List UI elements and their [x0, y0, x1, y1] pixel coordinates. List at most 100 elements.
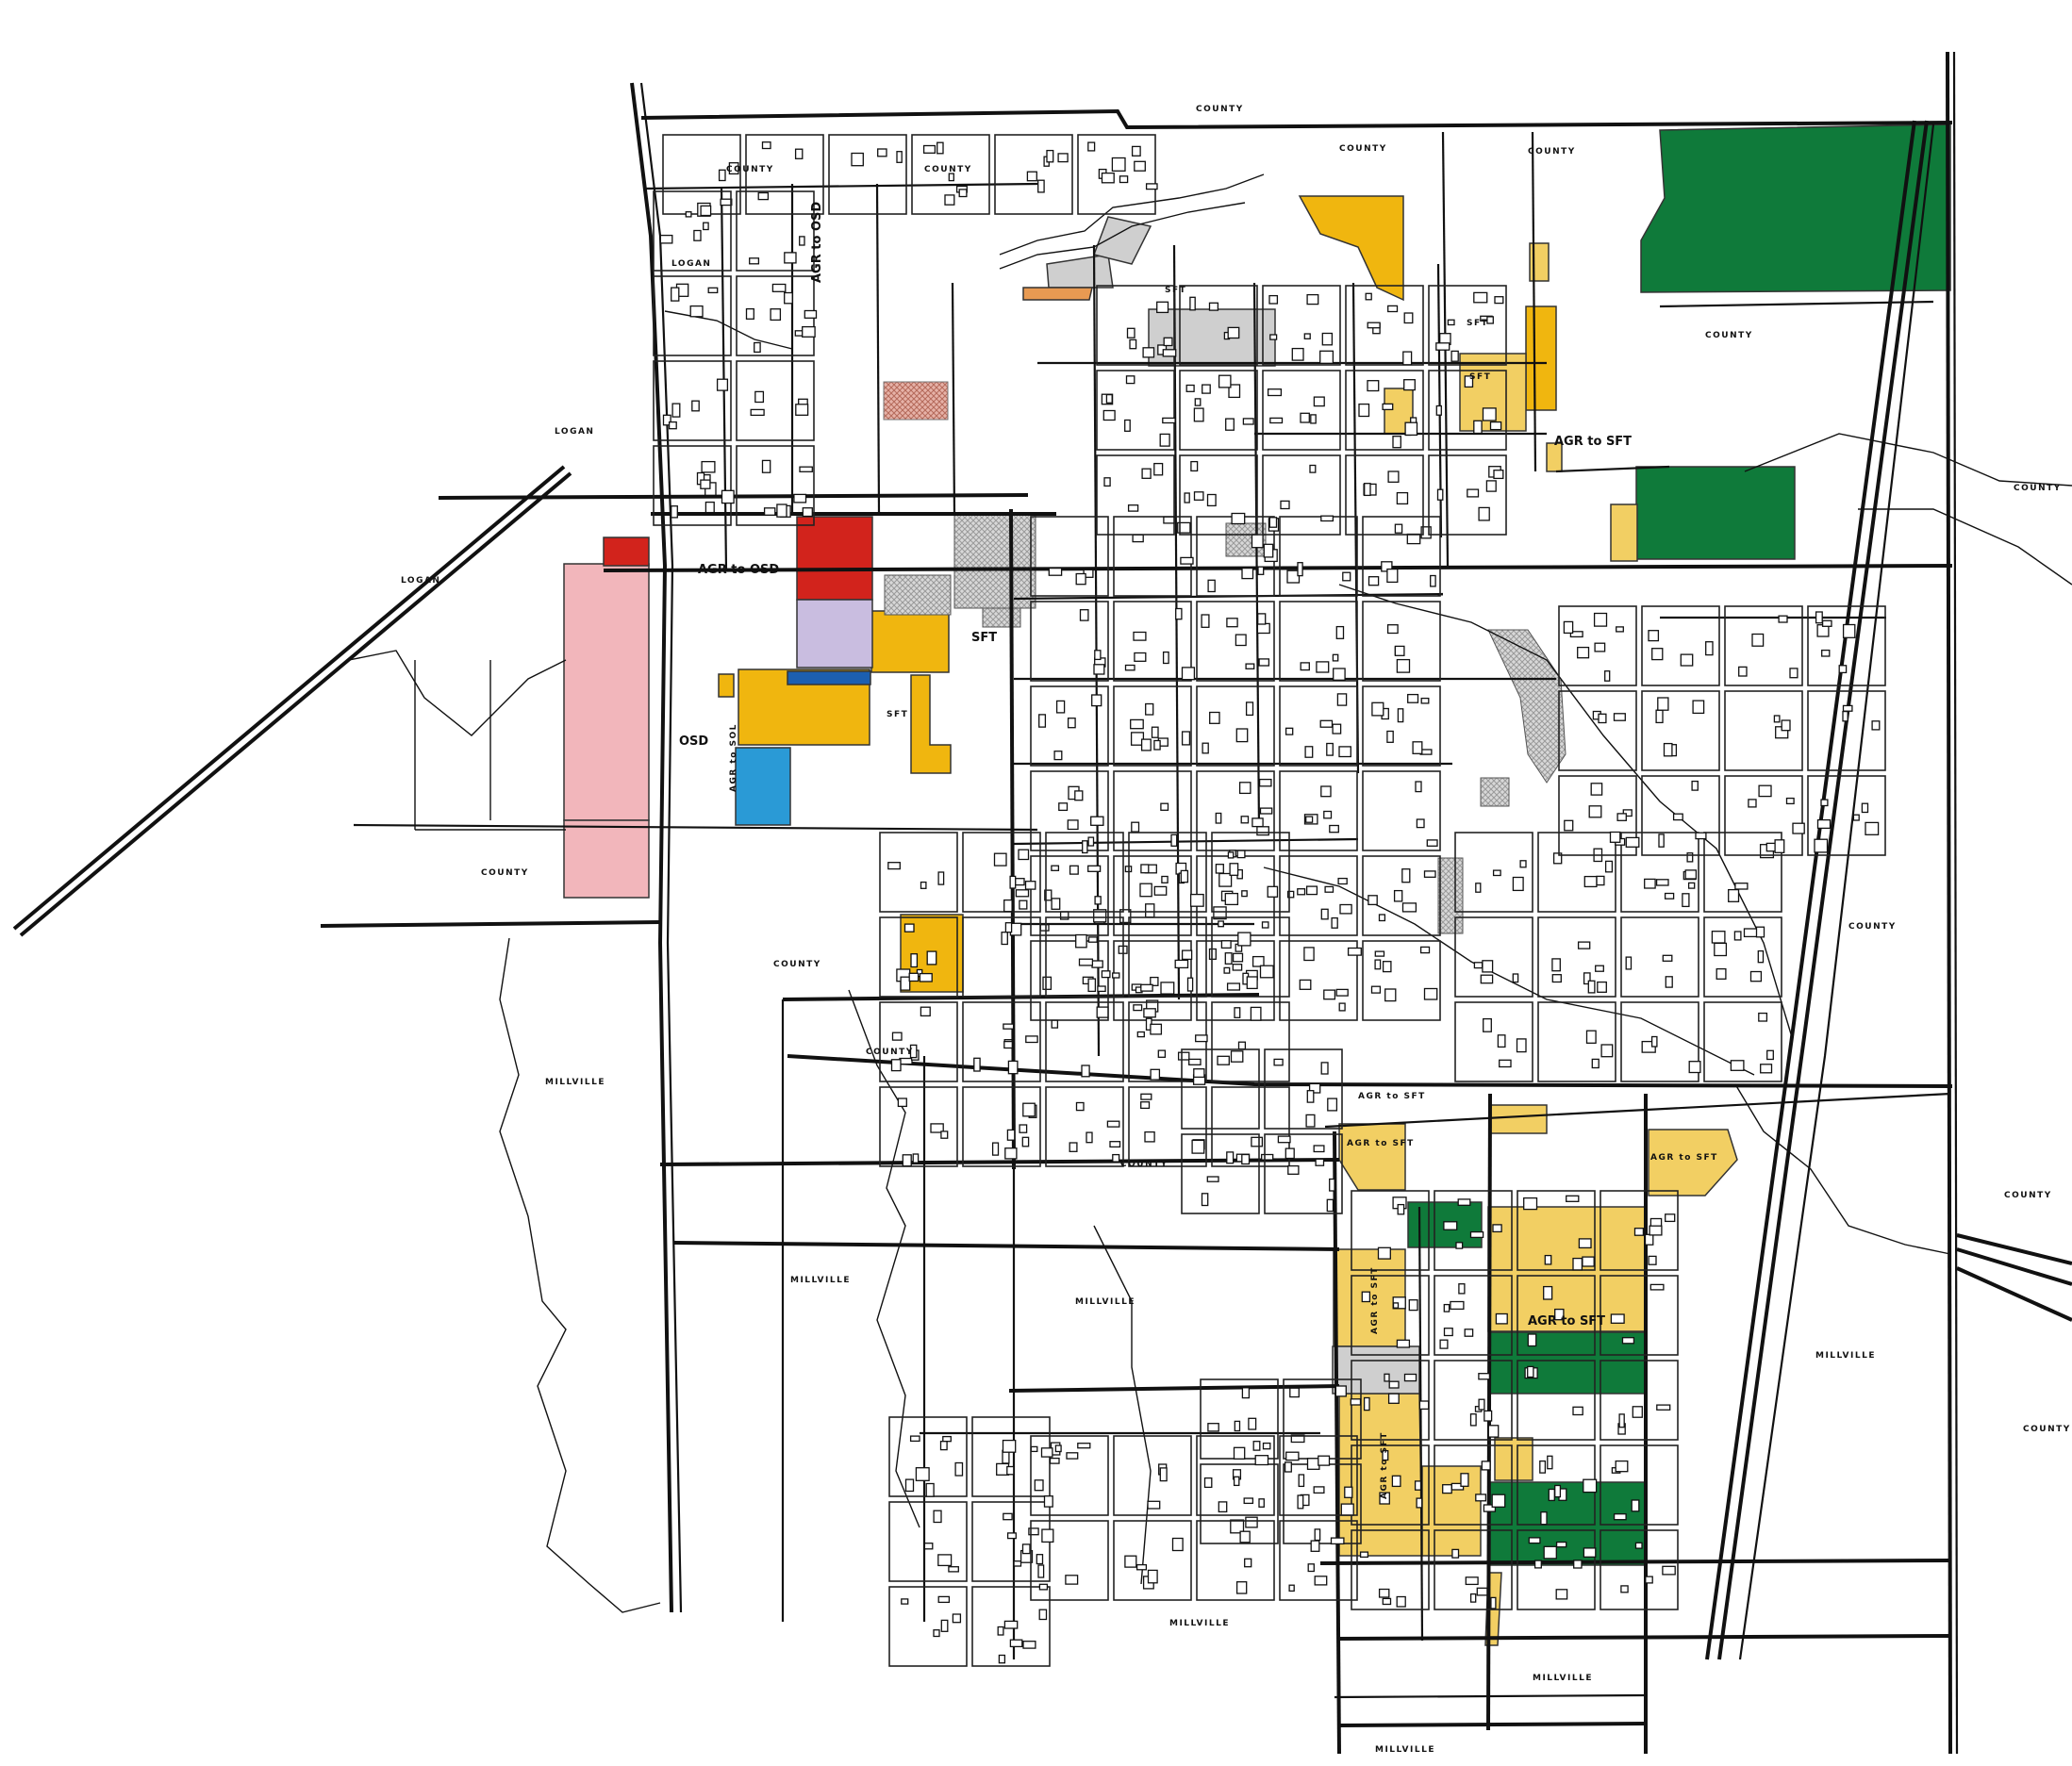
- label-agr-to-osd-north: AGR to OSD: [810, 202, 824, 283]
- building: [1436, 488, 1444, 501]
- building: [1262, 1442, 1271, 1450]
- building: [1109, 1141, 1121, 1148]
- building: [1838, 665, 1848, 674]
- building: [1003, 1620, 1019, 1629]
- building: [1344, 1486, 1353, 1498]
- building: [1651, 648, 1664, 661]
- building: [1243, 1497, 1254, 1505]
- building: [1181, 731, 1191, 746]
- building: [877, 148, 887, 157]
- lot: [1428, 370, 1507, 451]
- zone-yellow-east: [1610, 503, 1638, 562]
- building: [1533, 1560, 1542, 1569]
- building: [1491, 1494, 1506, 1508]
- lot: [1264, 1048, 1343, 1130]
- building: [1397, 708, 1404, 723]
- lot: [1096, 285, 1175, 366]
- lot: [1600, 1529, 1679, 1610]
- building: [1403, 379, 1416, 391]
- building: [1170, 833, 1178, 847]
- building: [1248, 1417, 1257, 1430]
- lot: [879, 916, 958, 998]
- building: [701, 460, 716, 473]
- building: [1194, 398, 1202, 406]
- building: [1297, 888, 1306, 896]
- lot: [1641, 690, 1720, 771]
- building: [1361, 1291, 1371, 1303]
- building: [1014, 878, 1025, 886]
- building: [1329, 824, 1339, 833]
- place-county-10: COUNTY: [2023, 1425, 2071, 1434]
- building: [1455, 1242, 1464, 1249]
- building: [1442, 1484, 1452, 1494]
- building: [1487, 1425, 1500, 1438]
- building: [1201, 1193, 1209, 1207]
- building: [912, 1153, 920, 1164]
- building: [944, 194, 955, 206]
- building: [1038, 1609, 1048, 1621]
- building: [1258, 1498, 1265, 1508]
- building: [1688, 1061, 1701, 1074]
- zone-hatch-3: [884, 574, 952, 616]
- building: [1075, 572, 1086, 586]
- building: [1563, 620, 1574, 635]
- building: [1285, 727, 1294, 735]
- lot: [1045, 916, 1124, 998]
- building: [1112, 1153, 1120, 1163]
- building: [1407, 693, 1419, 703]
- building: [1465, 1576, 1479, 1586]
- lot: [1558, 690, 1637, 771]
- building: [851, 152, 864, 167]
- place-labels: LOGAN LOGAN LOGAN COUNTY COUNTY COUNTY C…: [401, 105, 2071, 1755]
- building: [1215, 812, 1222, 824]
- building: [1145, 183, 1158, 190]
- building: [887, 862, 901, 870]
- label-sft-ne2: SFT: [1469, 372, 1491, 382]
- building: [1758, 1012, 1768, 1022]
- building: [1163, 337, 1173, 347]
- building: [1268, 294, 1279, 305]
- building: [897, 1098, 907, 1108]
- building: [1135, 1563, 1148, 1571]
- building: [1416, 1497, 1423, 1509]
- building: [1039, 924, 1050, 932]
- building: [1475, 1494, 1487, 1502]
- building: [1781, 719, 1791, 732]
- building: [1406, 533, 1421, 545]
- building: [757, 191, 770, 201]
- building: [1067, 819, 1079, 831]
- building: [1306, 1458, 1320, 1470]
- building: [1691, 780, 1699, 791]
- building: [954, 1461, 964, 1477]
- building: [1327, 1098, 1338, 1112]
- building: [1396, 658, 1411, 673]
- building: [1489, 421, 1502, 431]
- building: [1593, 612, 1608, 627]
- lot: [745, 134, 824, 215]
- building: [1230, 1050, 1244, 1063]
- building: [1235, 1581, 1248, 1594]
- building: [896, 151, 903, 163]
- building: [1026, 171, 1037, 182]
- building: [659, 234, 673, 244]
- building: [1223, 966, 1231, 974]
- building: [771, 283, 787, 292]
- building: [700, 205, 712, 217]
- building: [958, 189, 968, 198]
- building: [1337, 877, 1348, 885]
- place-millville-4: MILLVILLE: [1169, 1619, 1230, 1628]
- building: [909, 1044, 918, 1059]
- lot: [1345, 370, 1424, 451]
- building: [704, 501, 715, 514]
- building: [1203, 1477, 1213, 1489]
- building: [1384, 1373, 1390, 1382]
- building: [1284, 1461, 1292, 1473]
- lot: [994, 134, 1073, 215]
- label-agr-sft-south-f: AGR to SFT: [1380, 1431, 1389, 1499]
- building: [1163, 516, 1175, 524]
- lot: [1030, 1435, 1109, 1516]
- building: [1370, 985, 1382, 994]
- building: [1245, 663, 1255, 669]
- label-agr-sft-south-e: AGR to SFT: [1370, 1266, 1380, 1334]
- place-logan-3: LOGAN: [401, 576, 440, 586]
